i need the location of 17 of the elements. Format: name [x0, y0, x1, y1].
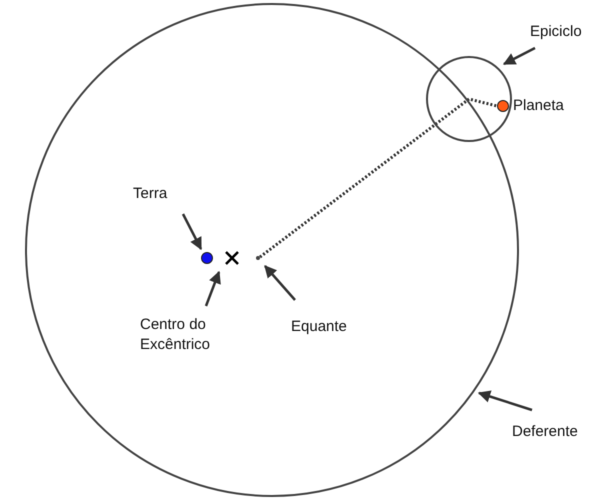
leader-arrow: [264, 265, 296, 301]
callout-label: Terra: [133, 184, 193, 204]
leader-arrow: [204, 270, 221, 306]
callout-label: Epiciclo: [530, 22, 595, 42]
callout-label: Equante: [291, 317, 371, 337]
earth-dot: [201, 252, 213, 264]
center-cross-mark: [225, 251, 239, 265]
leader-arrow: [502, 46, 536, 66]
leader-arrow: [182, 213, 202, 250]
callout-label: Deferente: [512, 422, 592, 442]
planet-dot: [497, 100, 509, 112]
planet-label: Planeta: [513, 96, 564, 116]
epicycle-circle: [426, 56, 512, 142]
leader-arrow: [478, 390, 532, 412]
dotted-line: [259, 97, 498, 258]
callout-label: Centro do Excêntrico: [140, 315, 240, 355]
equant-point: [256, 256, 260, 260]
